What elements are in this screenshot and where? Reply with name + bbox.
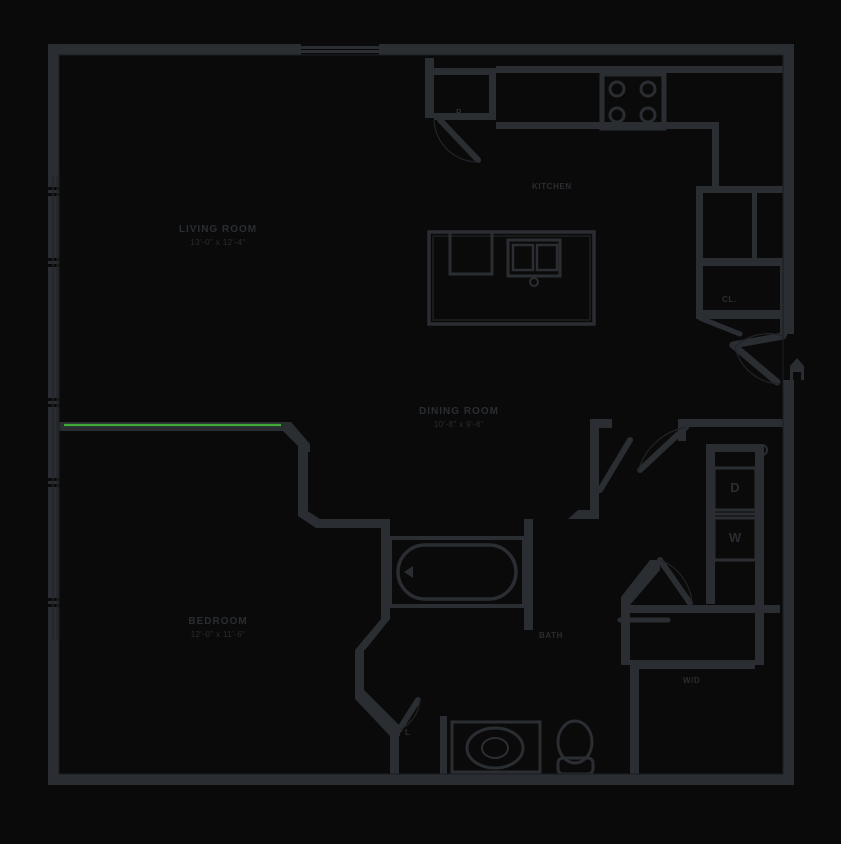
range-cooktop-icon — [599, 71, 667, 131]
label-pantry: P — [456, 108, 462, 117]
bedroom-dims: 12'-0" x 11'-6" — [190, 629, 246, 639]
pantry-door — [433, 117, 481, 163]
closet-door — [697, 315, 743, 337]
room-label-bedroom: BEDROOM 12'-0" x 11'-6" — [148, 616, 288, 640]
vanity-sink-icon — [450, 720, 542, 774]
room-label-living-room: LIVING ROOM 13'-0" x 12'-4" — [148, 224, 288, 248]
window-glazing-left — [52, 175, 58, 640]
kitchen-island — [427, 230, 596, 326]
doors — [396, 117, 787, 733]
bedroom-name: BEDROOM — [188, 616, 248, 627]
room-label-dining-room: DINING ROOM 10'-8" x 9'-6" — [389, 406, 529, 430]
washer-label: W — [728, 530, 742, 545]
label-kitchen: KITCHEN — [532, 182, 572, 191]
dining-room-dims: 10'-8" x 9'-6" — [433, 419, 485, 429]
bathroom-fixtures — [388, 536, 595, 776]
bedroom-door — [396, 697, 421, 733]
bathtub-icon — [388, 536, 526, 608]
corridor-door — [597, 437, 633, 493]
dining-room-name: DINING ROOM — [419, 406, 499, 417]
refrigerator-icon — [696, 258, 784, 314]
label-closet: CL. — [722, 295, 737, 304]
hall-door — [637, 424, 689, 473]
label-linen-closet: L — [405, 728, 411, 737]
entry-double-doors — [729, 332, 787, 386]
dryer-label: D — [730, 480, 740, 495]
north-marker-icon — [790, 358, 804, 380]
wd-room-door — [657, 557, 693, 606]
label-wd-room: W/D — [683, 676, 701, 685]
inner-outline — [58, 54, 784, 775]
laundry-stack — [710, 444, 768, 562]
toilet-icon — [556, 719, 595, 776]
label-bath: BATH — [539, 631, 564, 640]
living-room-name: LIVING ROOM — [178, 224, 258, 235]
living-room-dims: 13'-0" x 12'-4" — [190, 237, 246, 247]
kitchen-fixtures — [427, 71, 784, 326]
